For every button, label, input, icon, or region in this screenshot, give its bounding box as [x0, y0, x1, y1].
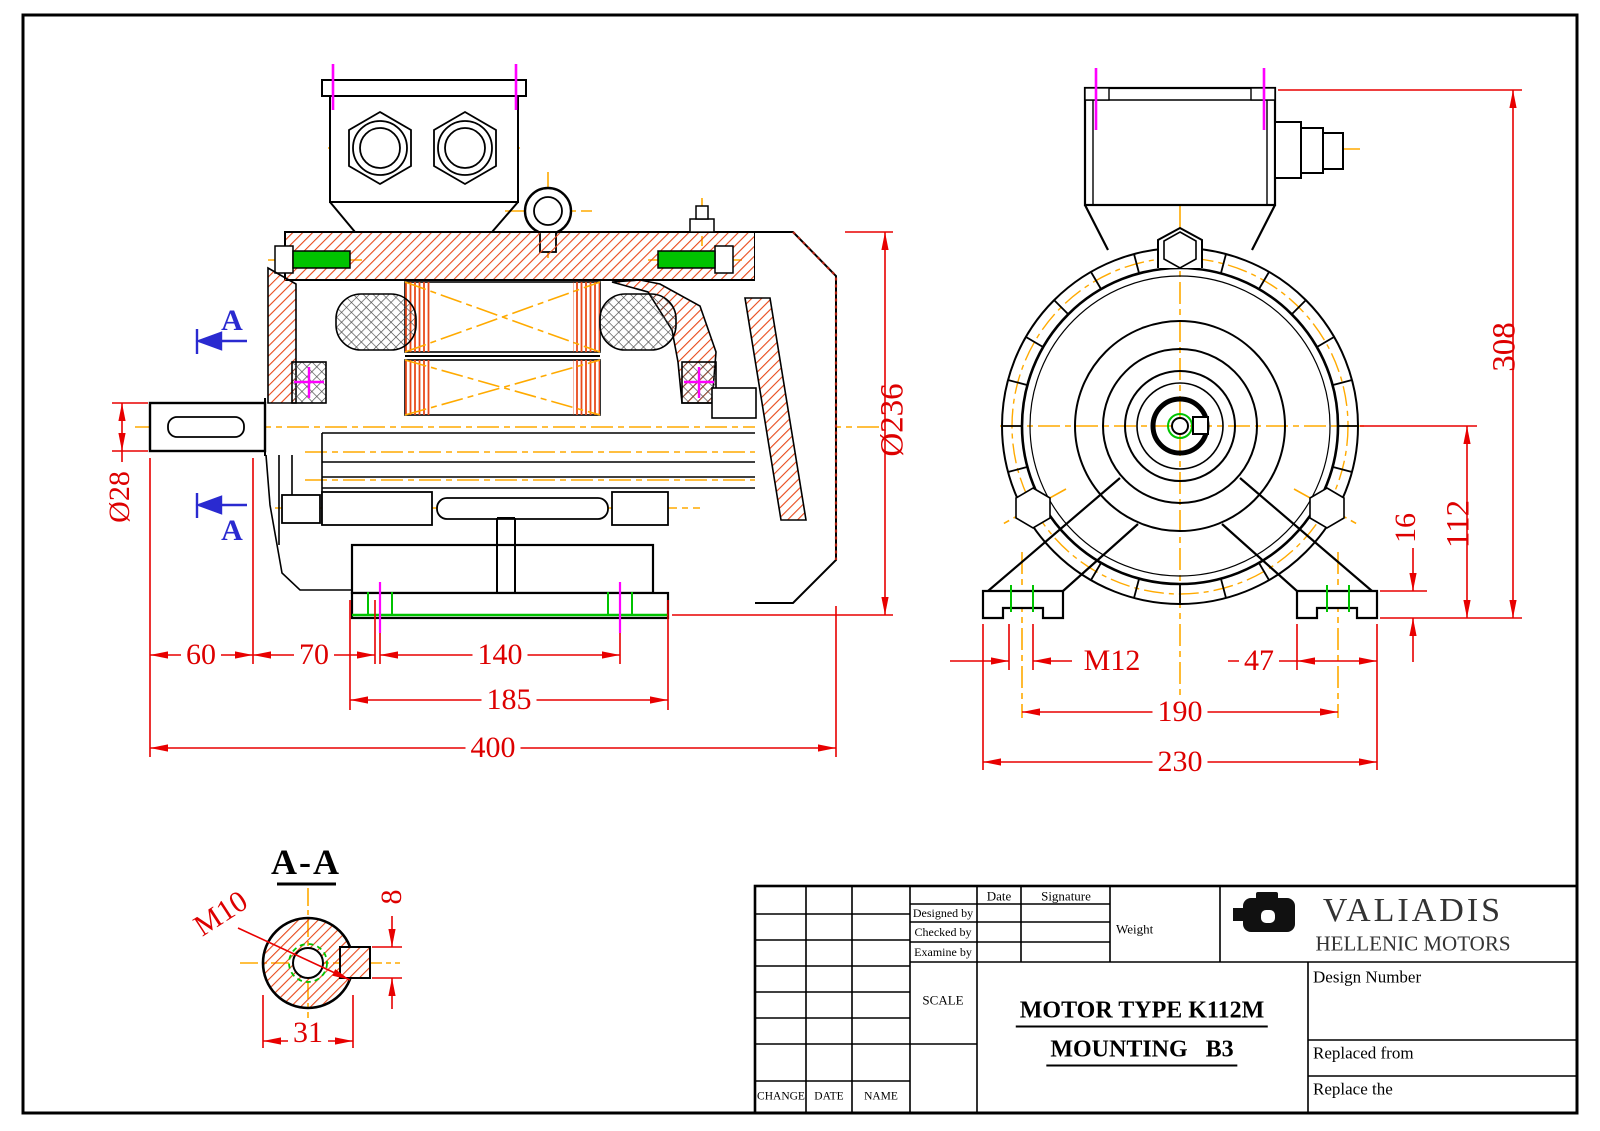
dim-foot-thread: M12 [1083, 644, 1141, 677]
date-col-header: DATE [814, 1090, 844, 1103]
replace-the-label: Replace the [1313, 1079, 1393, 1099]
dim-16: 16 [1389, 513, 1422, 543]
motor-type: MOTOR TYPE K112M [1015, 999, 1269, 1028]
titleblock-scale: SCALE [922, 992, 964, 1008]
dim-shaft-diameter: Ø28 [103, 471, 136, 523]
dim-47: 47 [1239, 646, 1279, 676]
section-detail [237, 882, 402, 1048]
mounting-type: MOUNTING B3 [1046, 1038, 1238, 1067]
dim-frame-diameter: Ø236 [874, 383, 911, 457]
dim-112: 112 [1440, 499, 1477, 549]
section-mark-a-bottom: A [221, 514, 243, 547]
titleblock-designed-by: Designed by [912, 906, 974, 920]
company-name: VALIADIS [1322, 892, 1504, 929]
dim-60: 60 [181, 640, 221, 670]
dim-70: 70 [294, 640, 334, 670]
dim-400: 400 [465, 733, 521, 763]
section-title: A-A [271, 842, 341, 882]
dim-308: 308 [1486, 322, 1523, 372]
company-subtitle: HELLENIC MOTORS [1315, 931, 1511, 956]
dim-230: 230 [1152, 747, 1208, 777]
dim-31: 31 [288, 1018, 328, 1048]
titleblock-examine-by: Examine by [914, 945, 972, 959]
dim-8: 8 [375, 889, 408, 905]
titleblock-signature-header: Signature [1041, 888, 1091, 904]
dim-185: 185 [481, 685, 537, 715]
design-number-label: Design Number [1313, 967, 1422, 987]
section-mark-a-top: A [221, 304, 243, 337]
change-col-header: CHANGE [757, 1090, 805, 1103]
dim-190: 190 [1152, 697, 1208, 727]
replaced-from-label: Replaced from [1313, 1043, 1414, 1063]
company-logo-icon [1233, 892, 1295, 932]
side-view [112, 64, 893, 757]
front-view [950, 68, 1522, 770]
titleblock-weight: Weight [1116, 921, 1154, 937]
name-col-header: NAME [864, 1090, 898, 1103]
titleblock-date-header: Date [986, 888, 1012, 904]
dim-140: 140 [472, 640, 528, 670]
title-block-lines [753, 884, 1579, 1115]
titleblock-checked-by: Checked by [914, 925, 972, 939]
